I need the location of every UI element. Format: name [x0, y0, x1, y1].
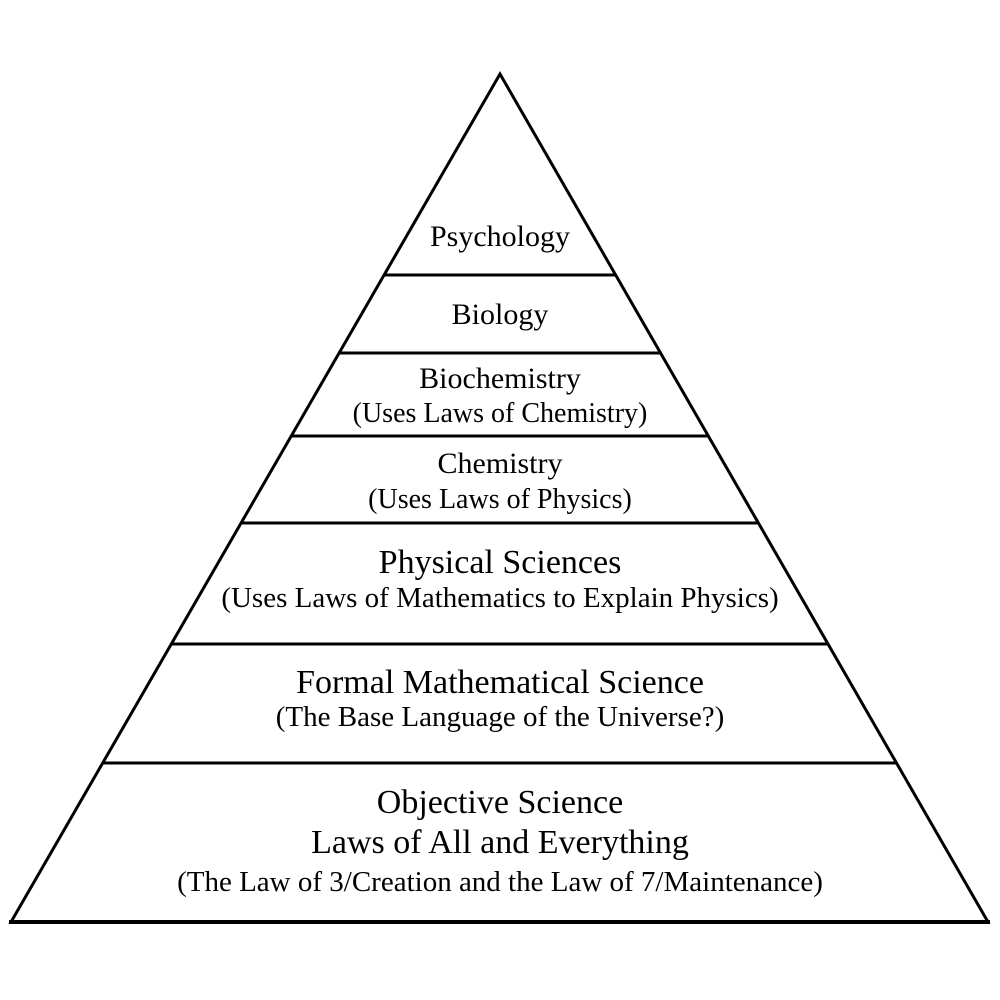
level-formal-math-subtitle: (The Base Language of the Universe?)	[276, 701, 725, 733]
level-objective-science-subtitle: (The Law of 3/Creation and the Law of 7/…	[177, 866, 823, 898]
level-objective-science-title: Objective Science	[377, 784, 623, 821]
level-physical-sciences-subtitle: (Uses Laws of Mathematics to Explain Phy…	[221, 582, 778, 614]
level-biochemistry-title: Biochemistry	[419, 362, 581, 395]
level-physical-sciences-title: Physical Sciences	[379, 544, 622, 581]
level-biology-title: Biology	[452, 298, 549, 331]
level-chemistry-title: Chemistry	[438, 447, 563, 480]
level-formal-math-title: Formal Mathematical Science	[296, 664, 704, 701]
level-biochemistry-subtitle: (Uses Laws of Chemistry)	[353, 398, 648, 429]
level-psychology-title: Psychology	[430, 220, 570, 253]
level-chemistry-subtitle: (Uses Laws of Physics)	[368, 484, 632, 515]
level-objective-science-title2: Laws of All and Everything	[311, 824, 689, 861]
